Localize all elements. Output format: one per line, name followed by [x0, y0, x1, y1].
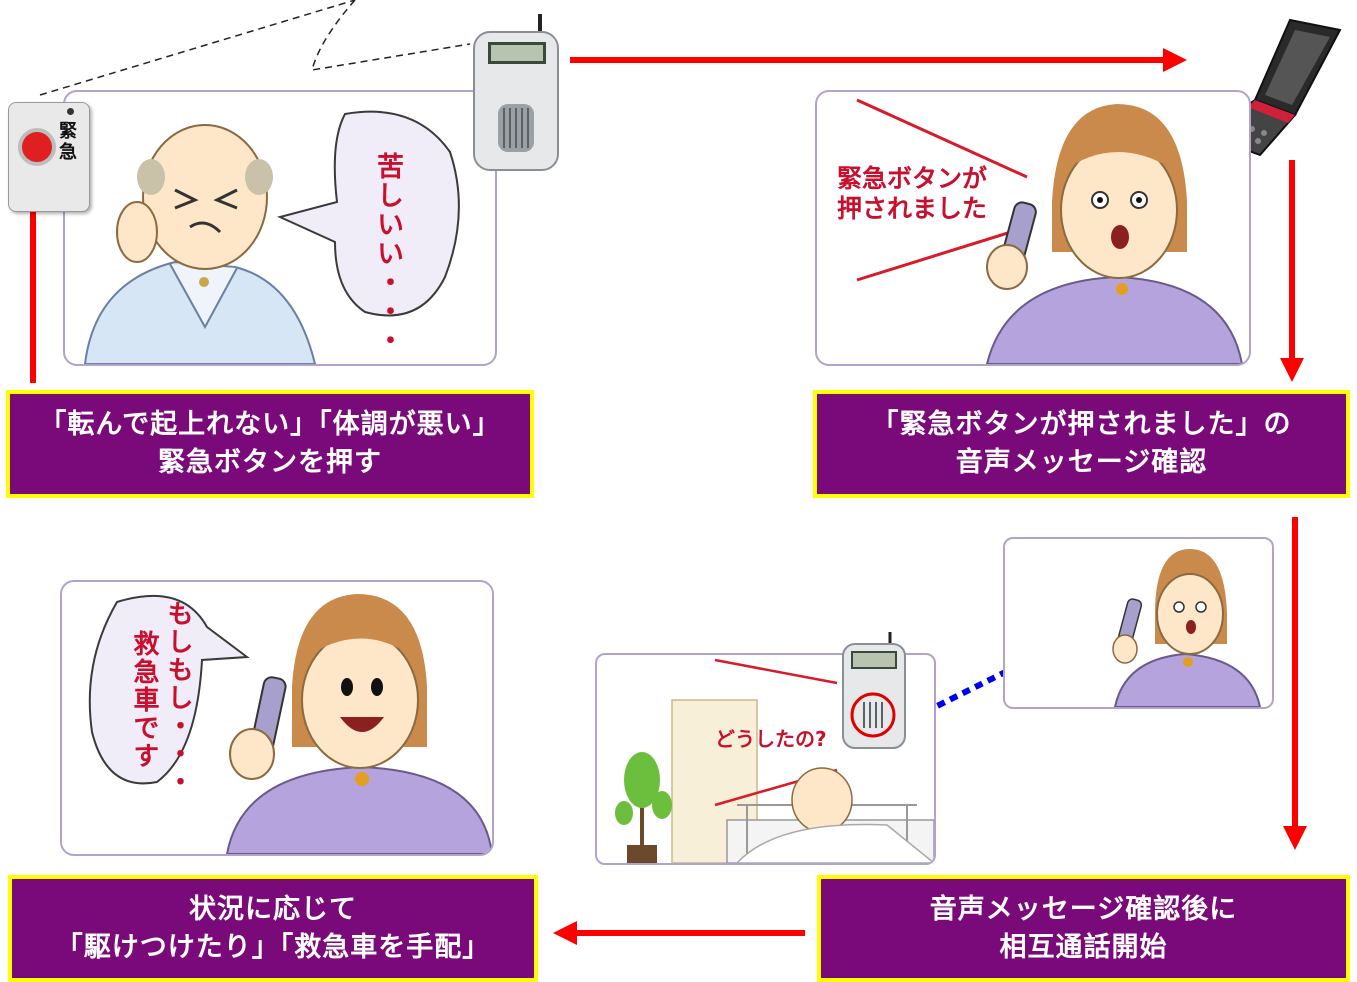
ambulance-speech-col2: 救急車です [129, 630, 159, 770]
caption-step3-line2: 相互通話開始 [999, 931, 1168, 963]
caption-step1-line2: 緊急ボタンを押す [158, 447, 382, 478]
panel-bedroom: どうしたの? [595, 653, 936, 865]
caption-step4-line1: 状況に応じて [189, 893, 357, 925]
panel-woman-talking [1003, 537, 1274, 709]
bedroom-question-text: どうしたの? [715, 727, 827, 751]
phone-message-text: 緊急ボタンが 押されました [837, 164, 988, 223]
woman-calling-ambulance-illustration [88, 594, 492, 854]
emergency-call-button-icon: 緊 急 [8, 102, 90, 212]
woman-receiving-call-illustration [856, 98, 1244, 364]
caption-step4-line2: 「駆けつけたり」「救急車を手配」 [55, 931, 491, 963]
caption-step1-line1: 「転んで起上れない」「体調が悪い」 [39, 409, 501, 440]
bedroom-illustration [615, 658, 934, 863]
ambulance-speech-col1: もしもし・・・ [163, 600, 193, 796]
caption-step2: 「緊急ボタンが押されました」の 音声メッセージ確認 [813, 390, 1350, 498]
emergency-button-label: 緊 急 [59, 121, 77, 163]
elder-speech-text: 苦しいい・・・ [372, 152, 403, 355]
caption-step1: 「転んで起上れない」「体調が悪い」 緊急ボタンを押す [6, 390, 534, 498]
caption-step2-line1: 「緊急ボタンが押されました」の [871, 409, 1292, 440]
caption-step3-line1: 音声メッセージ確認後に [929, 893, 1238, 925]
speaker-base-unit-icon [840, 630, 908, 750]
panel-ambulance-call: もしもし・・・ 救急車です [60, 580, 494, 856]
elderly-man-illustration [83, 110, 460, 364]
emergency-button-red-light [18, 128, 56, 166]
woman-talking-illustration [1112, 549, 1262, 707]
wireless-link-dashed [39, 0, 471, 96]
panel-phone-message: 緊急ボタンが 押されました [815, 90, 1251, 366]
caption-step2-line2: 音声メッセージ確認 [955, 447, 1208, 478]
caption-step3: 音声メッセージ確認後に 相互通話開始 [817, 875, 1350, 982]
speaker-base-unit-icon [470, 12, 565, 172]
caption-step4: 状況に応じて 「駆けつけたり」「救急車を手配」 [8, 875, 538, 982]
panel-elder-in-pain: 苦しいい・・・ [63, 90, 497, 366]
